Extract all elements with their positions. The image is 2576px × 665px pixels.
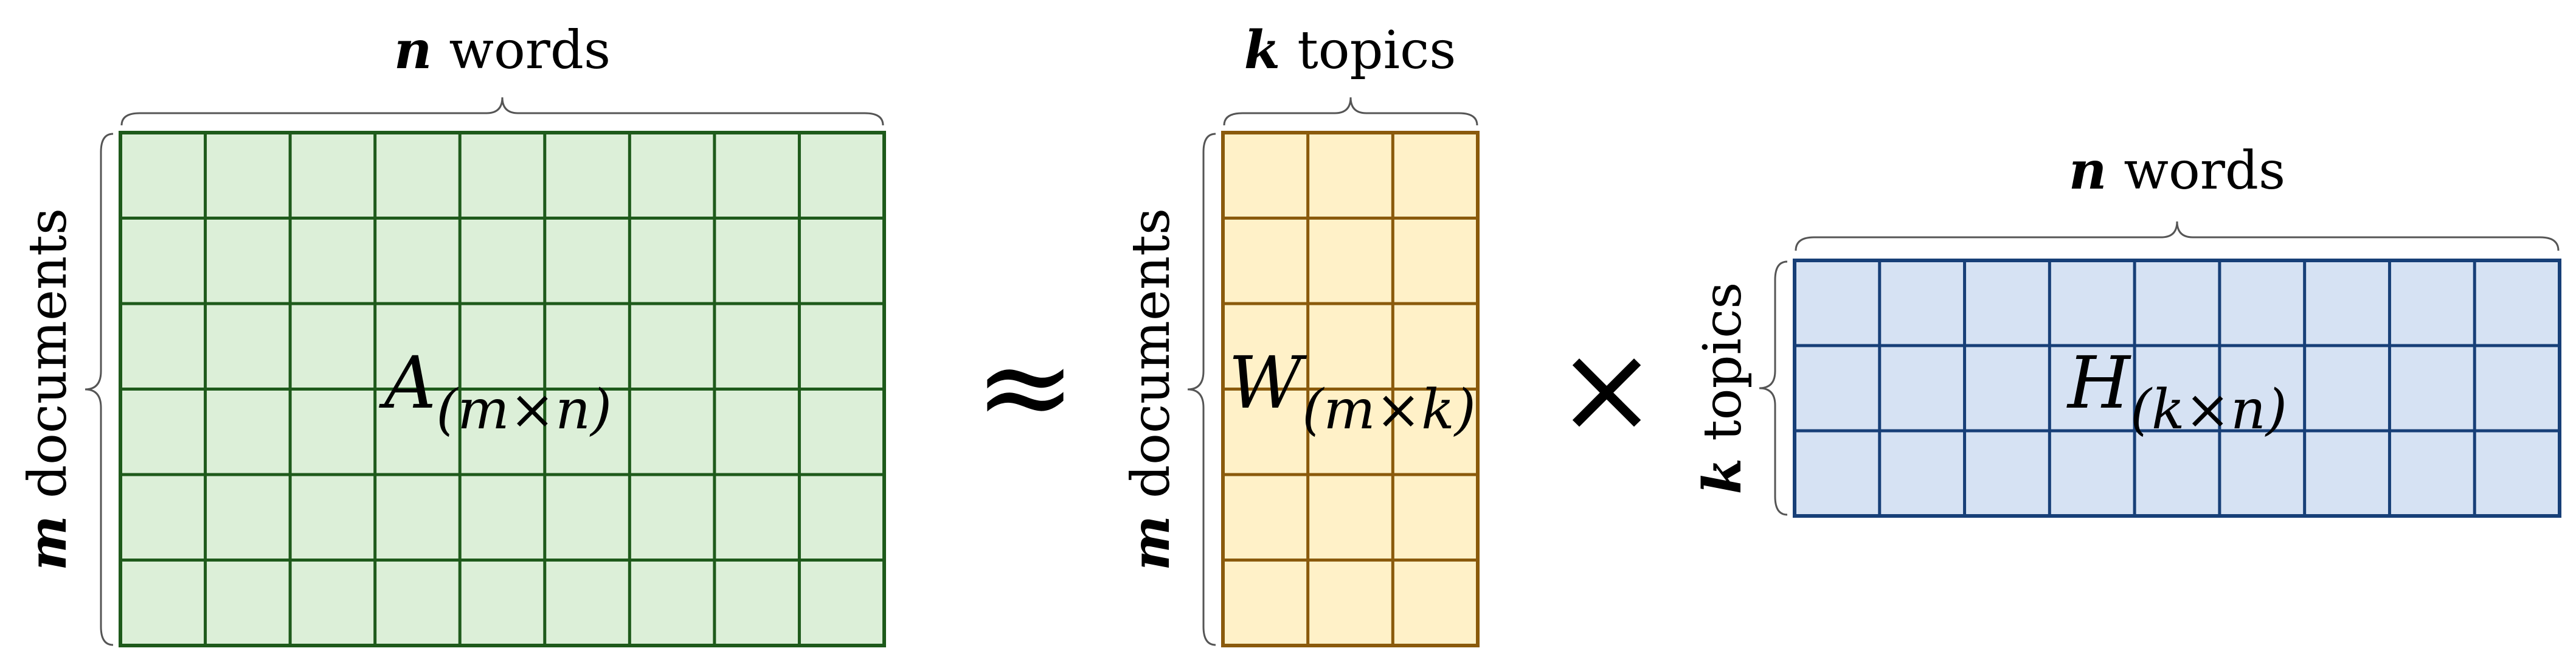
matrix-h-left-text: topics — [1692, 282, 1753, 441]
matrix-w-top-var: k — [1244, 19, 1281, 81]
matrix-h-dims: (k×n) — [2130, 378, 2287, 442]
approx-symbol: ≈ — [974, 316, 1076, 458]
matrix-w-dims: (m×k) — [1302, 378, 1476, 442]
matrix-h-top-var: n — [2069, 140, 2107, 201]
times-symbol: × — [1556, 318, 1658, 460]
matrix-a-top-brace — [120, 97, 884, 126]
matrix-a-top-text: words — [449, 20, 611, 81]
matrix-h-body — [1793, 259, 2561, 518]
matrix-w-grid — [1223, 133, 1478, 646]
matrix-a-dims: (m×n) — [436, 378, 612, 442]
matrix-w-symbol: W — [1228, 341, 1307, 425]
matrix-h-left-var: k — [1692, 458, 1753, 495]
matrix-a-left-text: documents — [18, 208, 78, 498]
matrix-a-left-var: m — [17, 515, 78, 571]
matrix-a-left-brace — [85, 133, 114, 646]
matrix-w-left-var: m — [1120, 515, 1182, 571]
matrix-a-label: A(m×n) — [379, 341, 612, 442]
matrix-w-top-text: topics — [1297, 20, 1456, 81]
matrix-w-left-label: m documents — [1120, 208, 1182, 571]
matrix-a-left-label: m documents — [17, 208, 78, 571]
matrix-a-symbol: A — [379, 341, 436, 425]
matrix-a-grid — [120, 133, 884, 646]
matrix-w-label: W(m×k) — [1228, 341, 1476, 442]
matrix-h-top-brace — [1795, 221, 2560, 251]
matrix-w-top-brace — [1223, 97, 1478, 126]
matrix-h-left-label: k topics — [1692, 282, 1753, 495]
matrix-h-top-text: words — [2124, 141, 2285, 201]
matrix-h-symbol: H — [2066, 341, 2131, 425]
matrix-a-top-var: n — [394, 19, 432, 81]
matrix-h-label: H(k×n) — [2066, 341, 2287, 442]
matrix-w-left-text: documents — [1121, 208, 1182, 498]
matrix-h-left-brace — [1759, 260, 1788, 516]
matrix-h-grid — [1795, 260, 2560, 516]
matrix-w-left-brace — [1187, 133, 1216, 646]
